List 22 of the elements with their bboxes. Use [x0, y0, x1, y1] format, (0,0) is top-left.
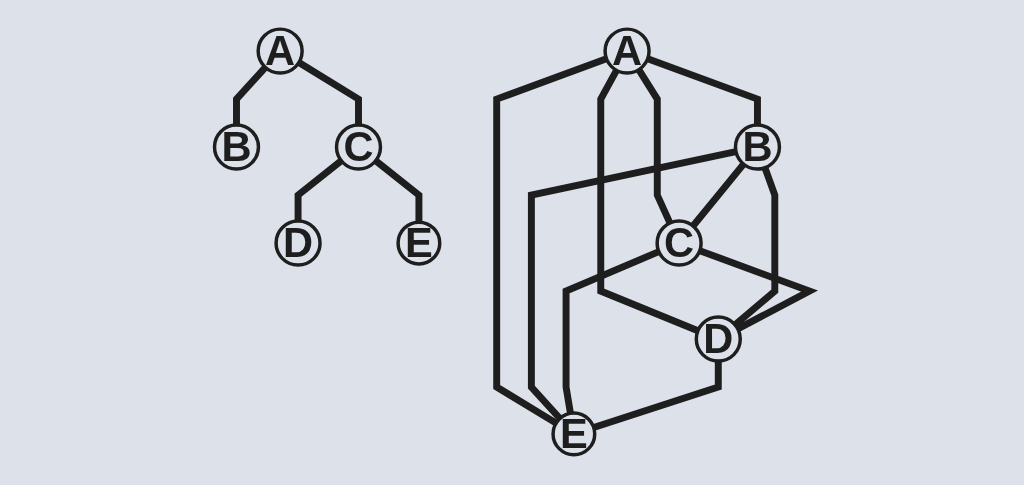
connector	[562, 248, 661, 414]
connector	[373, 158, 423, 223]
node-circle: C	[655, 219, 703, 267]
node-circle: A	[603, 27, 651, 75]
node-circle: E	[551, 411, 597, 457]
connector	[294, 158, 344, 222]
connector	[493, 55, 608, 427]
connector	[698, 247, 818, 332]
node-circle: A	[256, 27, 304, 75]
connector	[297, 59, 362, 126]
connector	[732, 166, 779, 328]
connector	[635, 67, 674, 225]
node-circle: B	[212, 123, 261, 171]
connector	[646, 55, 761, 126]
node-circle: D	[694, 315, 742, 363]
connector	[233, 65, 268, 126]
node-circle: E	[396, 220, 442, 266]
node-circle: B	[733, 123, 782, 171]
connector	[527, 148, 737, 421]
node-circle: C	[334, 123, 383, 171]
connector	[690, 161, 747, 229]
node-circle: D	[274, 219, 322, 267]
